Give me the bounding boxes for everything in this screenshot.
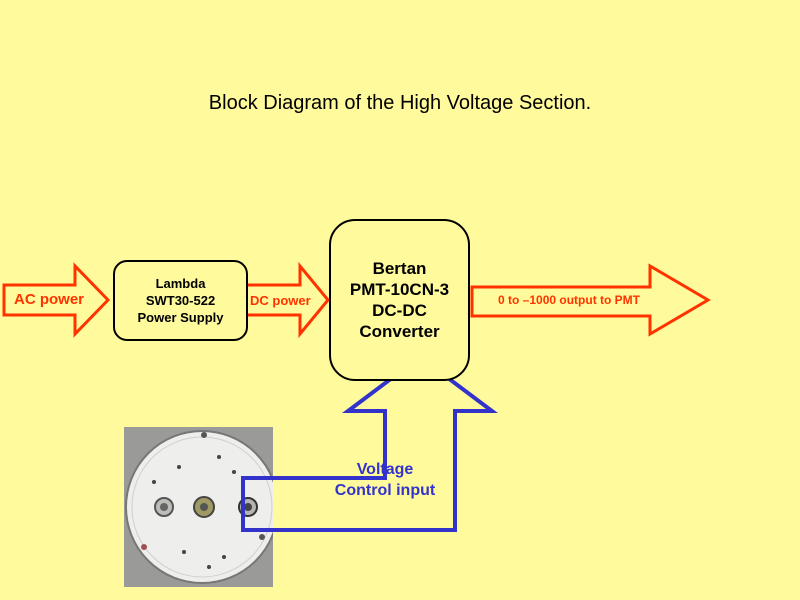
- connector-panel-image: [124, 427, 273, 587]
- bertan-converter-block: Bertan PMT-10CN-3 DC-DC Converter: [329, 219, 470, 381]
- lambda-power-supply-block: Lambda SWT30-522 Power Supply: [113, 260, 248, 341]
- bertan-line1: Bertan: [372, 259, 427, 278]
- bertan-line3: DC-DC: [372, 301, 427, 320]
- voltage-control-line1: Voltage: [356, 461, 414, 478]
- bertan-line4: Converter: [359, 322, 440, 341]
- diagram-title: Block Diagram of the High Voltage Sectio…: [208, 92, 592, 114]
- voltage-control-line2: Control input: [334, 482, 436, 499]
- voltage-control-arrow: [241, 354, 498, 532]
- lambda-line1: Lambda: [155, 276, 206, 291]
- ac-power-label: AC power: [14, 291, 85, 308]
- output-label: 0 to –1000 output to PMT: [498, 293, 641, 307]
- connector-panel-photo: [124, 427, 273, 587]
- output-arrow: [470, 263, 711, 337]
- ac-power-arrow: [2, 262, 111, 338]
- lambda-line2: SWT30-522: [145, 293, 216, 308]
- dc-power-arrow: [244, 261, 330, 339]
- dc-power-label: DC power: [250, 293, 311, 308]
- voltage-control-label: Voltage Control input: [318, 459, 452, 501]
- lambda-line3: Power Supply: [137, 310, 224, 325]
- bertan-line2: PMT-10CN-3: [349, 280, 450, 299]
